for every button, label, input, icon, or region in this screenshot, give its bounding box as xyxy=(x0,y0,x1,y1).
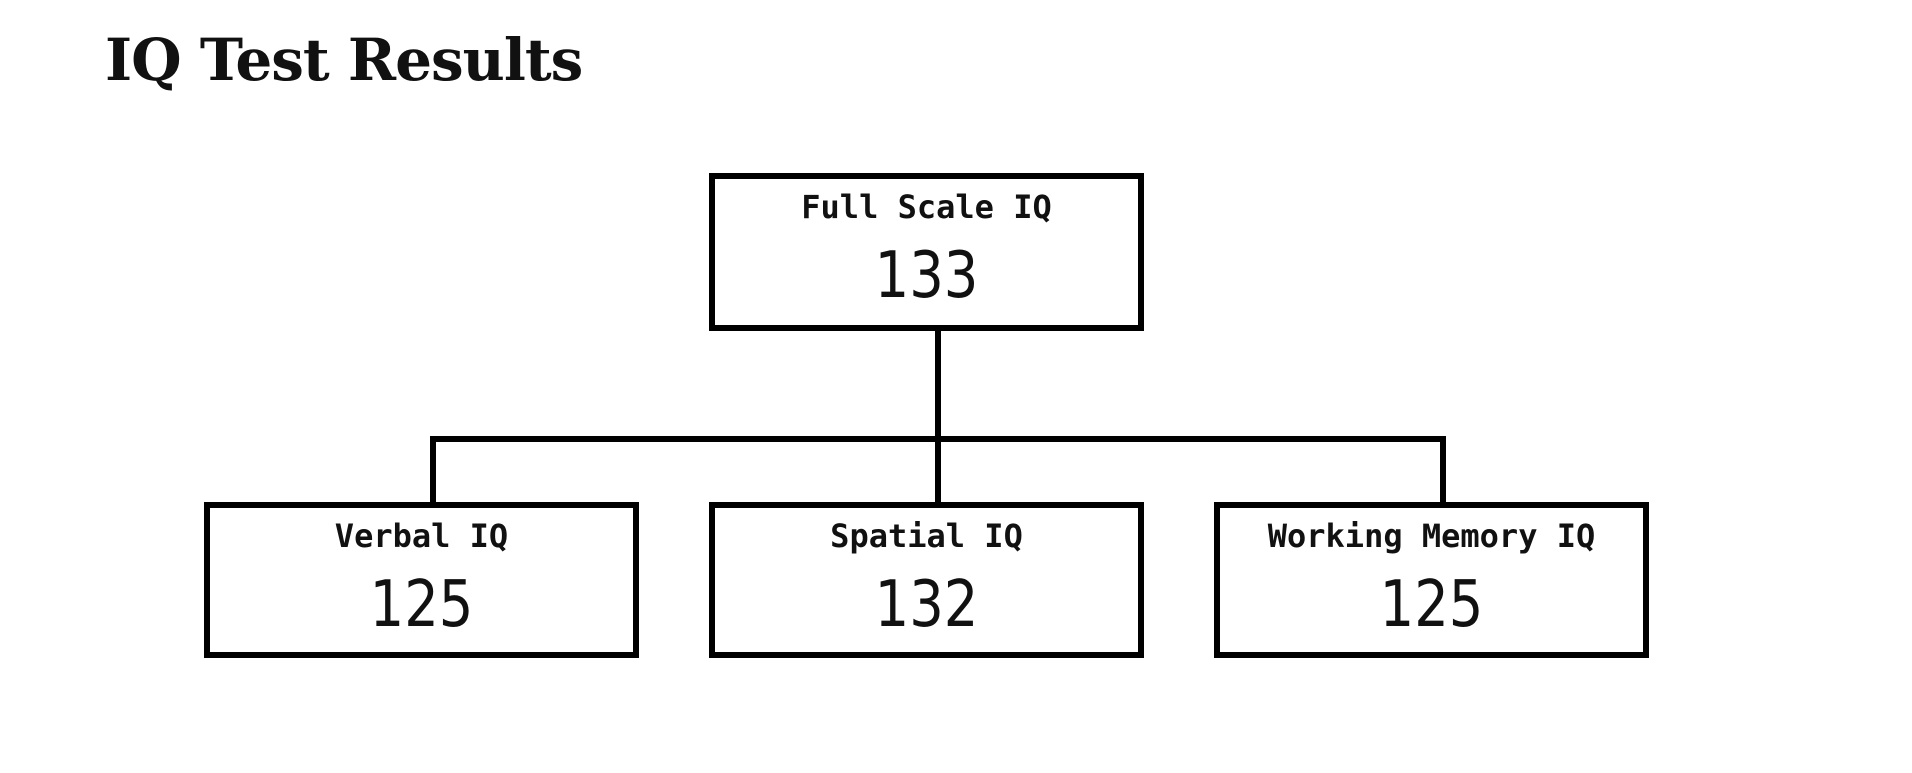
connector-to-working-memory xyxy=(1440,436,1446,502)
node-working-memory-iq: Working Memory IQ 125 xyxy=(1214,502,1649,658)
node-score: 125 xyxy=(1379,568,1484,642)
page-title: IQ Test Results xyxy=(105,26,583,94)
node-label: Spatial IQ xyxy=(830,517,1023,555)
connector-root-down xyxy=(935,326,941,442)
node-label: Working Memory IQ xyxy=(1267,517,1596,555)
node-score: 133 xyxy=(874,239,979,313)
node-label: Full Scale IQ xyxy=(801,188,1052,226)
node-verbal-iq: Verbal IQ 125 xyxy=(204,502,639,658)
connector-to-verbal xyxy=(430,436,436,502)
connector-to-spatial xyxy=(935,436,941,502)
node-label: Verbal IQ xyxy=(334,517,509,555)
node-score: 125 xyxy=(369,568,474,642)
node-full-scale-iq: Full Scale IQ 133 xyxy=(709,173,1144,331)
node-spatial-iq: Spatial IQ 132 xyxy=(709,502,1144,658)
node-score: 132 xyxy=(874,568,979,642)
